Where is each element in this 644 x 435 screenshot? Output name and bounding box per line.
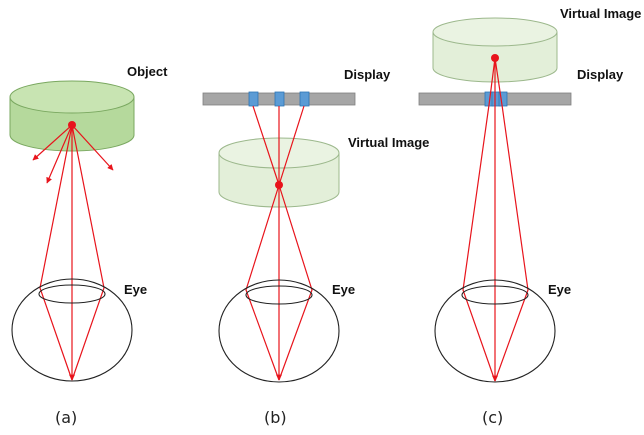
caption-c: (c) <box>482 408 503 427</box>
panel-a: Object Eye (a) <box>9 64 168 427</box>
eye-label-a: Eye <box>124 282 147 297</box>
display-pixel <box>299 91 310 107</box>
caption-b: (b) <box>264 408 287 427</box>
object-label: Object <box>127 64 168 79</box>
eye-label-b: Eye <box>332 282 355 297</box>
display-pixel <box>274 91 285 107</box>
eye-c <box>434 279 556 383</box>
rays-b <box>245 105 313 381</box>
eye-label-c: Eye <box>548 282 571 297</box>
eye-a <box>11 278 133 382</box>
display-label-b: Display <box>344 67 391 82</box>
panel-c: Virtual Image Display Eye (c) <box>418 6 641 427</box>
display-pixel <box>248 91 259 107</box>
virtual-image-point-c <box>491 54 499 62</box>
scatter-rays <box>32 124 114 184</box>
virtual-image-label-c: Virtual Image <box>560 6 641 21</box>
virtual-image-point-b <box>275 181 283 189</box>
eye-b <box>218 279 340 383</box>
panel-b: Display Virtual Image Eye (b) <box>202 67 429 427</box>
rays-to-eye-a <box>39 124 105 381</box>
caption-a: (a) <box>55 408 77 427</box>
display-pixel <box>498 91 508 107</box>
virtual-image-label-b: Virtual Image <box>348 135 429 150</box>
object-point <box>68 121 76 129</box>
display-label-c: Display <box>577 67 624 82</box>
rays-c <box>462 57 529 382</box>
